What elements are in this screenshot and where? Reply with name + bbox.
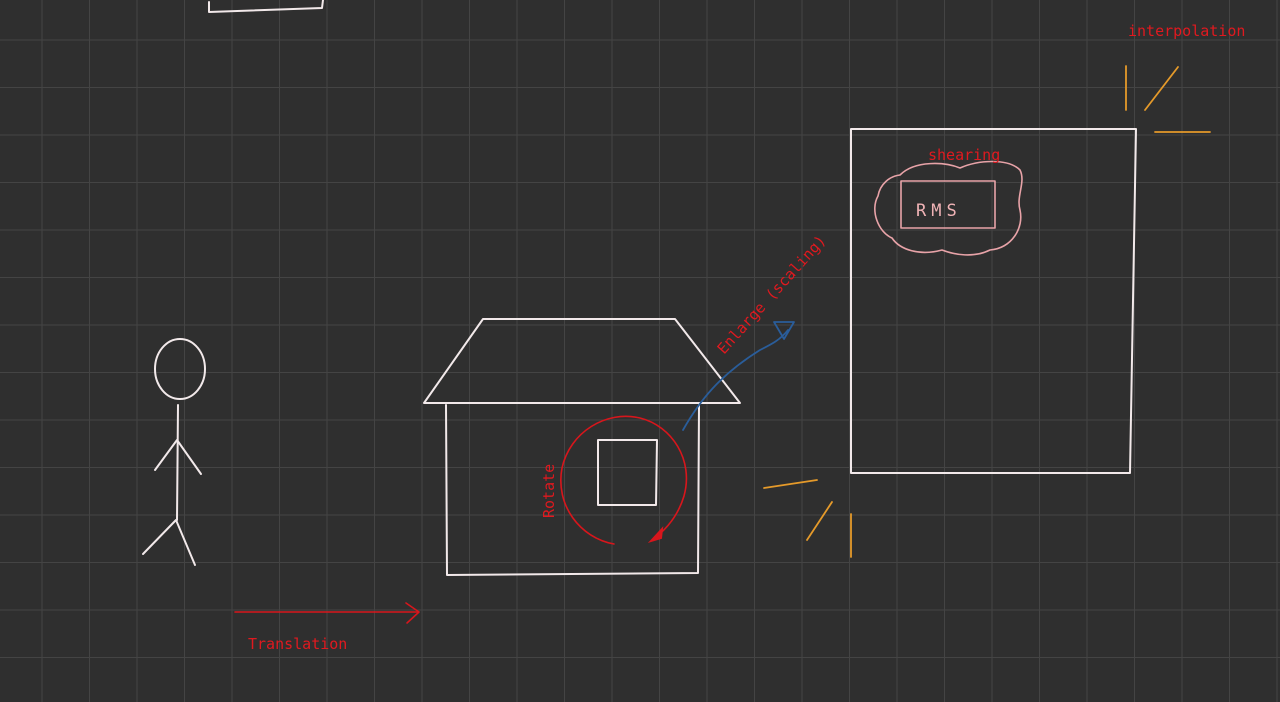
enlarge-arrow xyxy=(682,329,789,431)
stick-figure-legs xyxy=(142,519,196,566)
translation-arrowhead xyxy=(405,602,420,624)
scaled-frame xyxy=(850,128,1137,474)
stick-figure xyxy=(142,338,206,566)
ray-line xyxy=(763,479,818,489)
rotate-label: Rotate xyxy=(540,464,558,518)
rms-box xyxy=(900,180,996,229)
interpolation-rays-bottom xyxy=(763,479,852,558)
enlarge-label: Enlarge (scaling) xyxy=(714,232,830,358)
rotate-arc xyxy=(560,415,688,545)
interpolation-label: interpolation xyxy=(1128,22,1245,40)
ray-line xyxy=(806,501,833,541)
house-window xyxy=(597,439,658,506)
rms-text: RMS xyxy=(916,201,962,221)
partial-box-sketch xyxy=(208,0,324,13)
ray-line xyxy=(1144,66,1179,111)
house-roof xyxy=(423,318,741,404)
house xyxy=(423,318,741,576)
shearing-label: shearing xyxy=(928,146,1000,164)
shearing-cloud xyxy=(874,160,1023,256)
enlarge-arrowhead xyxy=(773,321,795,340)
interpolation-rays-top xyxy=(1125,65,1211,133)
house-walls xyxy=(445,404,700,576)
stick-figure-head xyxy=(154,338,206,400)
translation-label: Translation xyxy=(248,635,347,653)
stick-figure-arms xyxy=(154,439,202,475)
stick-figure-body xyxy=(176,404,179,521)
rotate-arrowhead xyxy=(647,526,664,544)
